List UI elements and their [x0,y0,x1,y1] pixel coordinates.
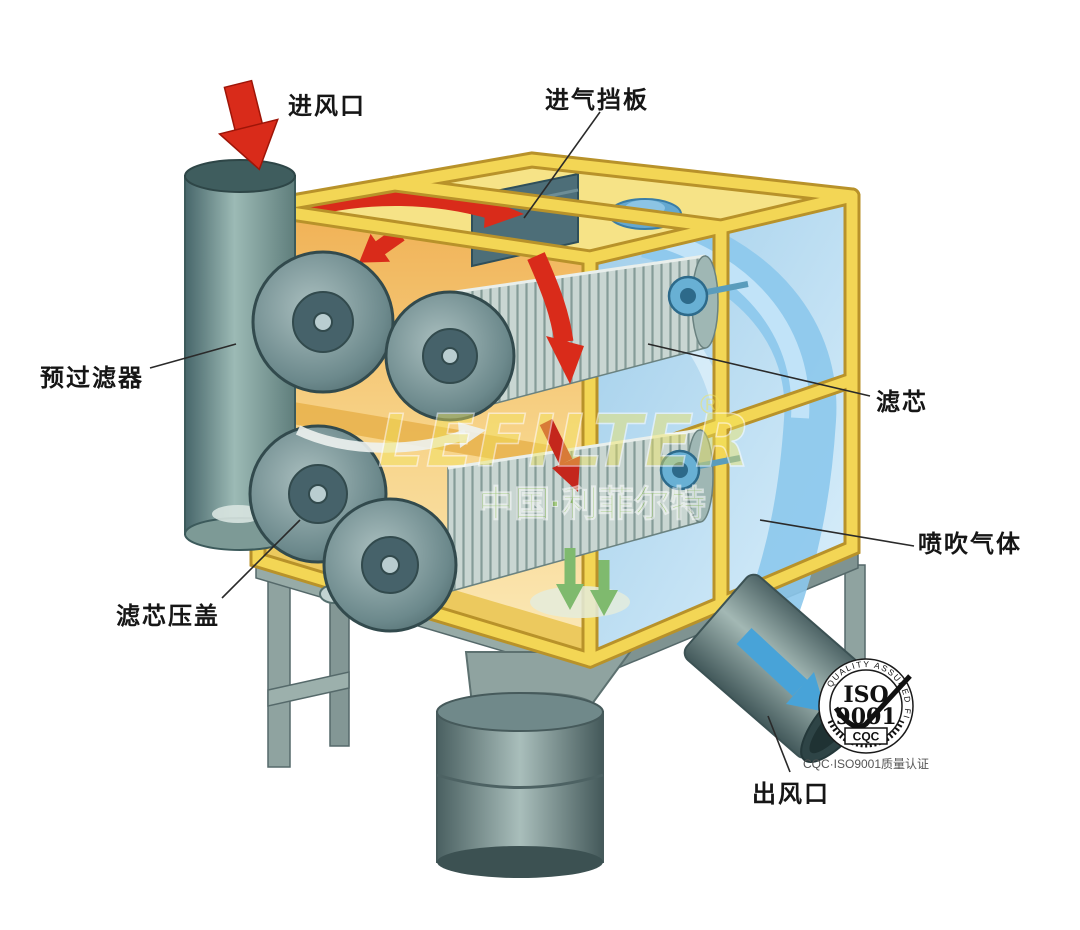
badge-checkmark-icon [833,674,912,730]
pre-filter [184,159,296,551]
watermark-subtitle: 中国·利菲尔特 [478,483,706,524]
stand-leg [267,574,291,768]
badge-bottom-ring [827,719,905,748]
inlet-air-arrow [217,79,279,171]
label-intake-baffle: 进气挡板 [545,87,649,114]
outlet-air-arrow [736,627,826,712]
label-pulse-gas: 喷吹气体 [918,531,1022,558]
label-air-outlet: 出风口 [752,781,830,808]
dust-discharge [530,548,630,618]
leader-lines [149,111,915,773]
leader-cartridge-cover [221,519,301,599]
pedestal-base [437,846,603,878]
badge-cqc-text: CQC [853,730,880,744]
label-air-inlet: 进风口 [288,93,366,120]
pulse-jet-valve-lower [659,449,741,491]
dirty-air-arrow-top [295,190,495,220]
badge-cqc-box [844,727,888,745]
pedestal-seam [436,773,604,789]
badge-iso-text: ISO [843,682,888,708]
air-swirl-arrowhead [458,422,486,448]
dirty-air-arrow-lower [539,418,580,492]
label-pre-filter: 预过滤器 [40,365,144,392]
chamber-divider [258,396,590,476]
label-filter-cartridge: 滤芯 [876,389,928,416]
iso-9001-badge: QUALITY ASSURED FIRM ISO 9001 CQC [818,658,914,754]
cartridge-end-cap [251,250,395,394]
filter-cartridges [248,250,749,633]
pre-filter-top [184,159,296,193]
cartridge-end-cap [384,290,516,422]
leader-intake-baffle [523,111,601,219]
watermark-brand: LEFILTER [378,399,753,483]
leader-pulse-gas [759,519,915,547]
pulse-jet-valve-upper [667,275,749,317]
clean-air-flow-highlight [649,227,810,419]
cartridge-end-cap [319,497,458,633]
leader-pre-filter [149,343,237,369]
leader-filter-cartridge [647,343,871,397]
watermark-registered-icon: ® [700,389,721,420]
leader-air-outlet [767,715,791,773]
dirty-air-arrow-down [527,252,584,384]
stand-cross-rail [267,671,350,707]
air-swirl-arrow [295,425,468,453]
pedestal-top [436,692,604,732]
outlet-pedestal [436,651,632,878]
badge-caption: CQC·ISO9001质量认证 [803,757,929,771]
label-cartridge-cover: 滤芯压盖 [116,603,220,630]
watermark: LEFILTER ® 中国·利菲尔特 [377,389,753,525]
